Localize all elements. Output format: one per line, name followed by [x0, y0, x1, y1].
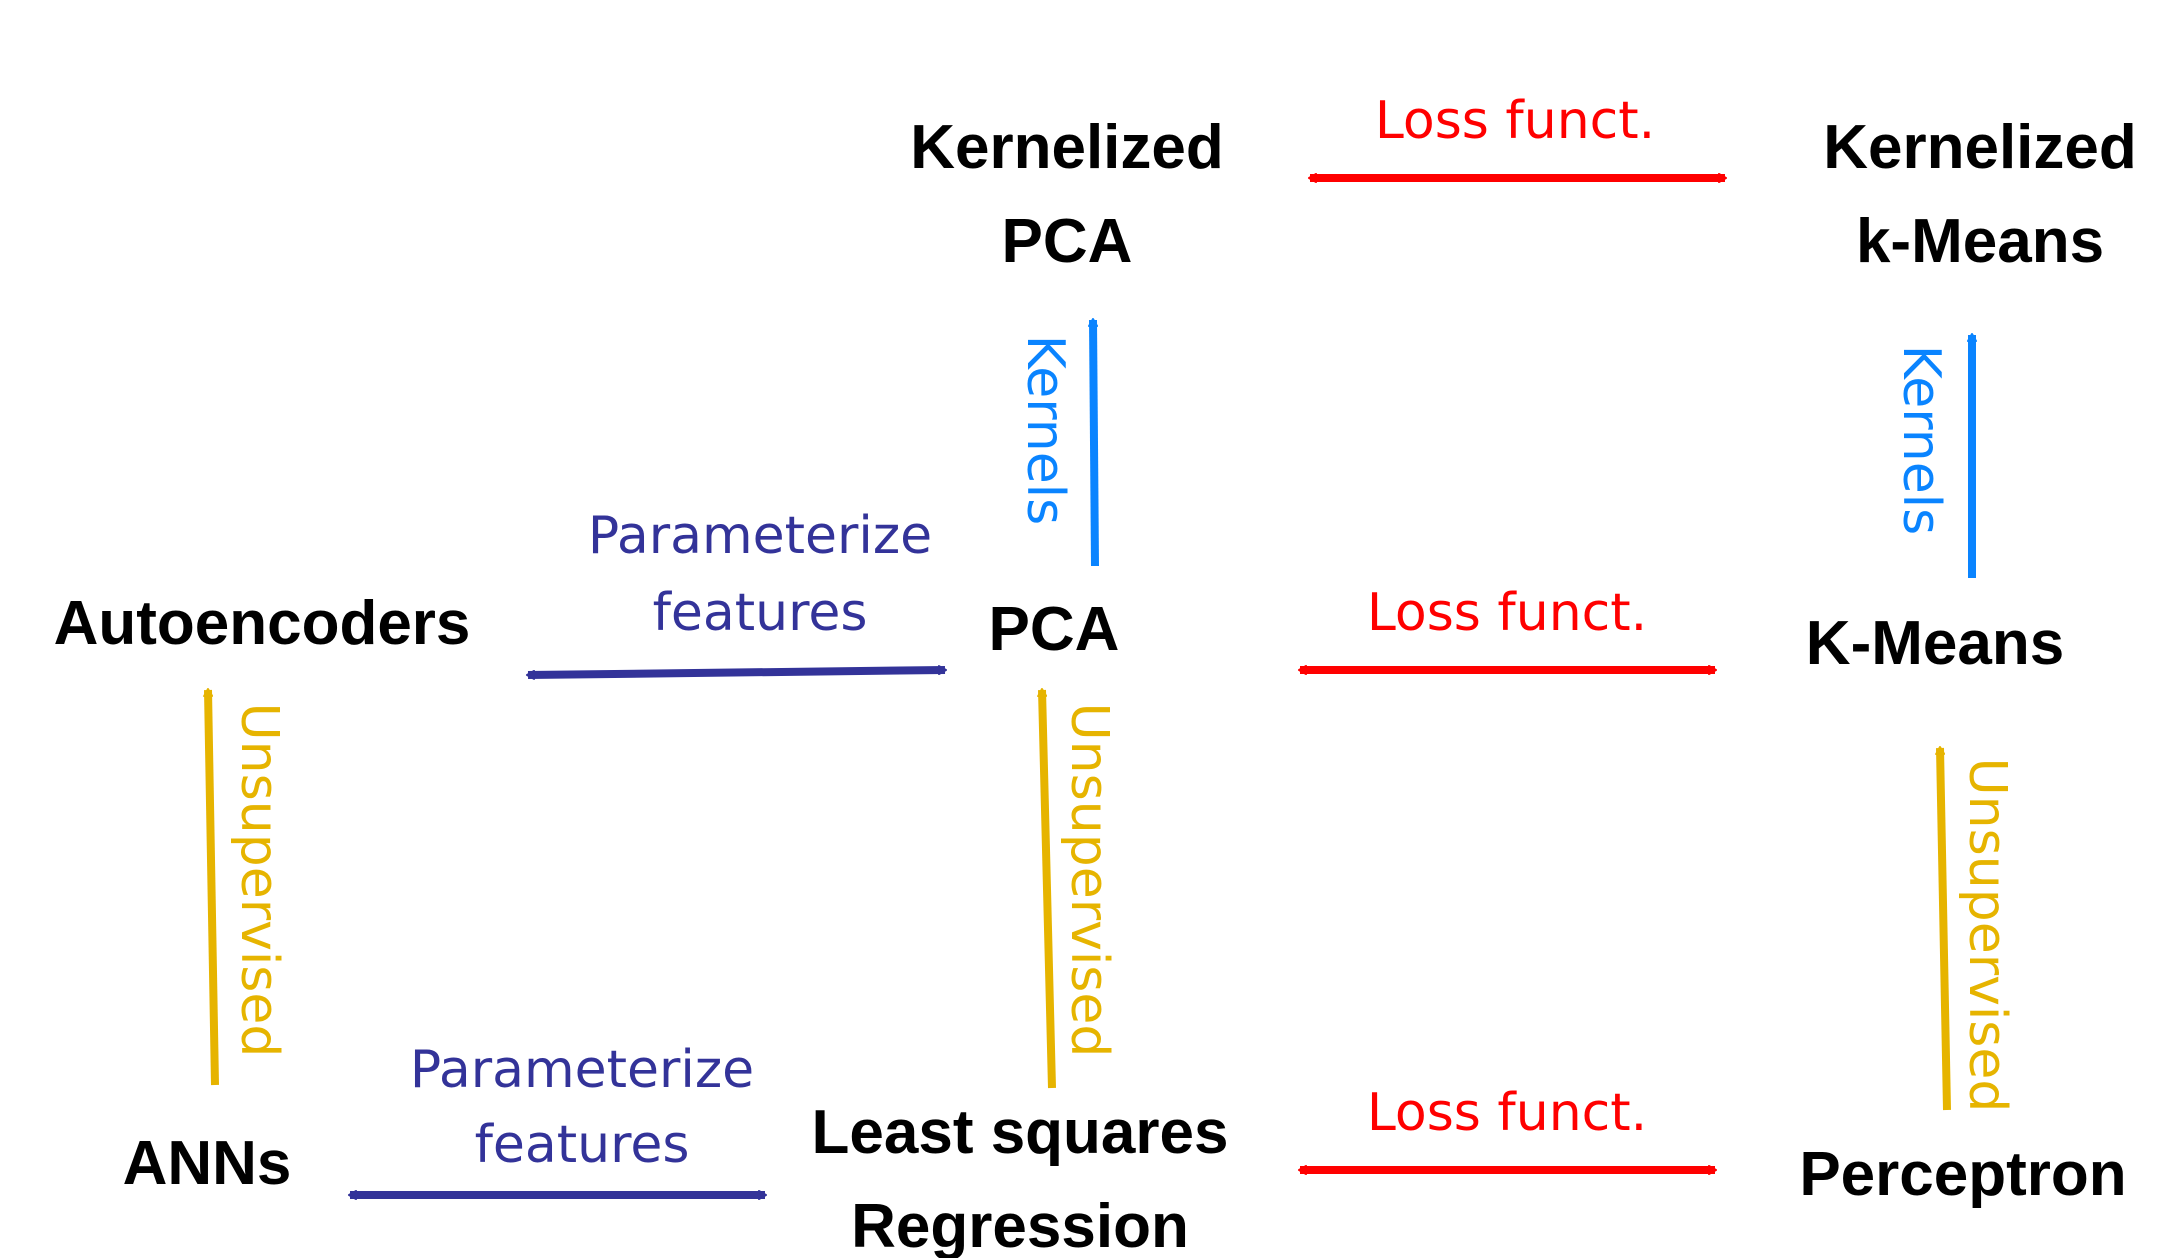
node-kernelized-kmeans: Kernelized k-Means: [1823, 113, 2137, 276]
edge-kernels-pca-label: Kernels: [1015, 335, 1075, 525]
edge-loss-top-label: Loss funct.: [1375, 91, 1655, 151]
edge-unsupervised-autoencoders: Unsupervised: [203, 688, 289, 1086]
edge-parameterize-features-middle: Parameterize features: [526, 506, 947, 680]
edge-unsup-kmeans-label: Unsupervised: [1957, 758, 2017, 1113]
edge-param-middle-line1: Parameterize: [588, 506, 932, 566]
up-arrow-blue-pca: [1088, 318, 1099, 567]
edge-parameterize-features-bottom: Parameterize features: [348, 1040, 767, 1200]
node-anns-label: ANNs: [123, 1129, 292, 1198]
node-autoencoders-label: Autoencoders: [54, 589, 471, 658]
node-kernelized-kmeans-line2: k-Means: [1856, 207, 2104, 276]
edge-param-bottom-line1: Parameterize: [410, 1040, 754, 1100]
up-arrow-gold-kmeans: [1935, 746, 1951, 1111]
node-kernelized-kmeans-line1: Kernelized: [1823, 113, 2137, 182]
edge-kernels-pca: Kernels: [1015, 318, 1099, 567]
edge-param-bottom-line2: features: [475, 1115, 690, 1175]
node-kernelized-pca-line2: PCA: [1002, 207, 1133, 276]
edge-kernels-kmeans-label: Kernels: [1891, 345, 1951, 535]
edge-unsup-autoencoders-label: Unsupervised: [229, 703, 289, 1058]
edge-unsupervised-pca: Unsupervised: [1037, 688, 1119, 1089]
edge-loss-middle-label: Loss funct.: [1367, 583, 1647, 643]
node-kmeans: K-Means: [1806, 609, 2064, 678]
double-arrow-navy-middle: [526, 665, 947, 680]
up-arrow-gold-pca: [1037, 688, 1056, 1089]
node-kmeans-label: K-Means: [1806, 609, 2064, 678]
node-anns: ANNs: [123, 1129, 292, 1198]
edge-loss-function-top: Loss funct.: [1308, 91, 1727, 183]
edge-loss-function-middle: Loss funct.: [1298, 583, 1717, 675]
edge-kernels-kmeans: Kernels: [1891, 333, 1977, 578]
node-least-squares-line1: Least squares: [812, 1098, 1229, 1167]
edge-loss-function-bottom: Loss funct.: [1298, 1083, 1717, 1175]
node-pca-label: PCA: [989, 595, 1120, 664]
edge-loss-bottom-label: Loss funct.: [1367, 1083, 1647, 1143]
edge-param-middle-line2: features: [653, 583, 868, 643]
node-autoencoders: Autoencoders: [54, 589, 471, 658]
node-kernelized-pca-line1: Kernelized: [910, 113, 1224, 182]
node-perceptron: Perceptron: [1799, 1140, 2126, 1209]
node-least-squares-regression: Least squares Regression: [812, 1098, 1229, 1258]
node-kernelized-pca: Kernelized PCA: [910, 113, 1224, 276]
edge-unsup-pca-label: Unsupervised: [1059, 703, 1119, 1058]
edge-unsupervised-kmeans: Unsupervised: [1935, 746, 2017, 1113]
node-perceptron-label: Perceptron: [1799, 1140, 2126, 1209]
node-least-squares-line2: Regression: [851, 1192, 1189, 1258]
node-pca: PCA: [989, 595, 1120, 664]
up-arrow-gold-autoencoders: [203, 688, 219, 1086]
